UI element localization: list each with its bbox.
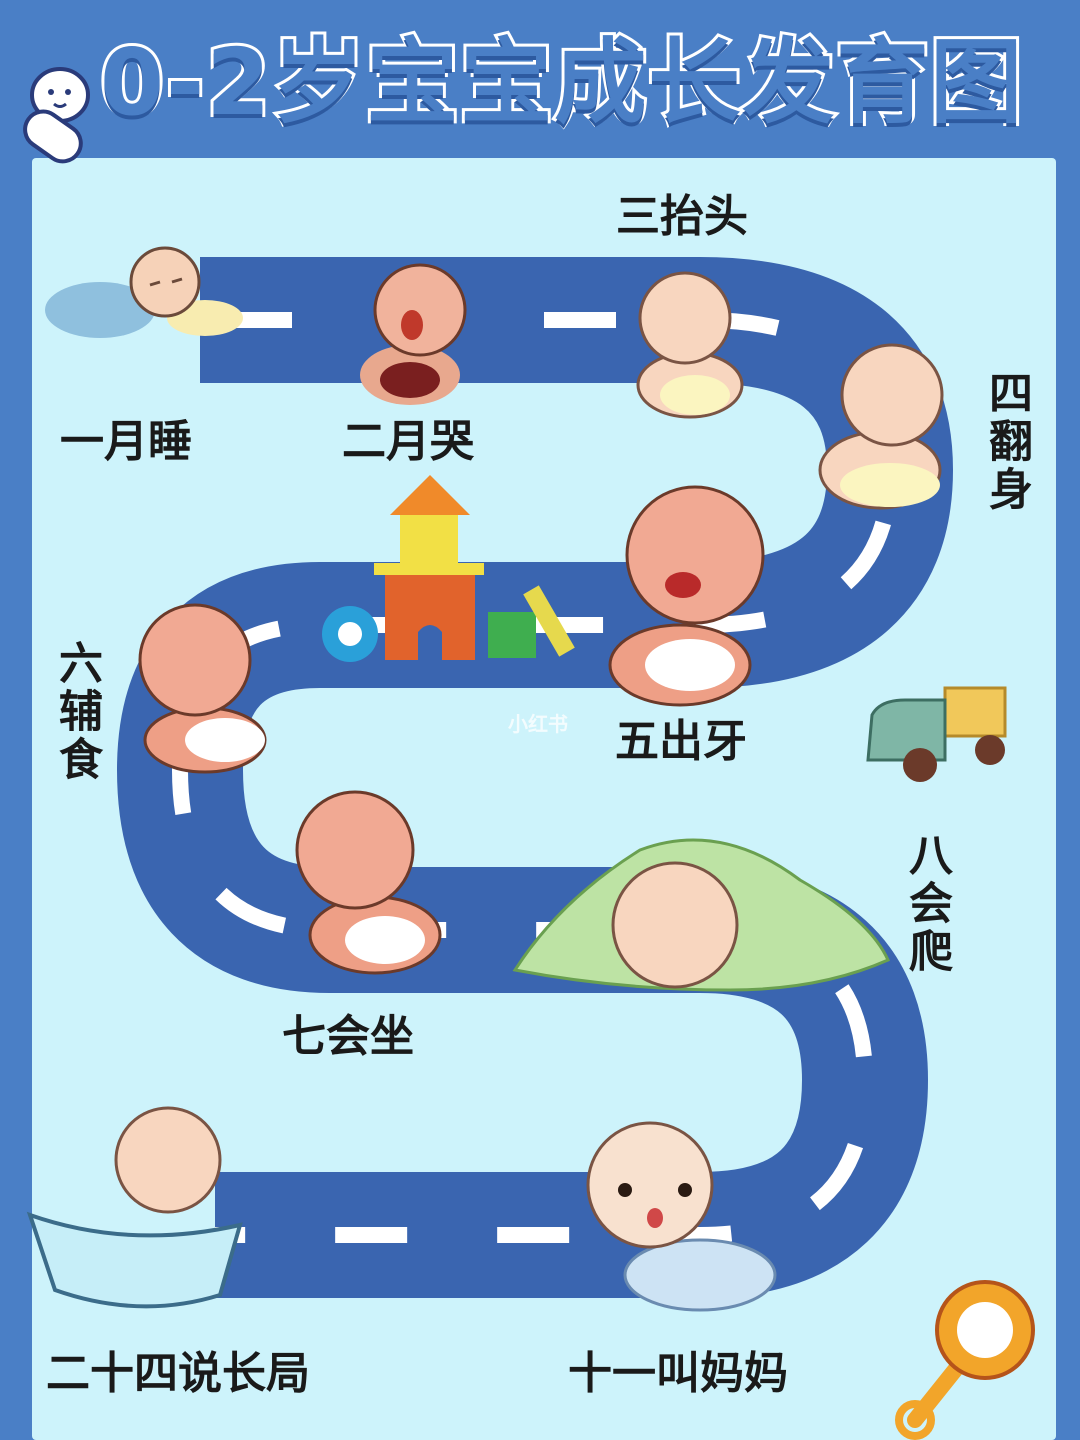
baby-sitting	[636, 271, 744, 419]
milestone-8-label: 八会爬	[901, 832, 952, 976]
milestone-11-label: 十一叫妈妈	[568, 1348, 788, 1399]
crawling-baby	[586, 1121, 777, 1312]
baby-bathtub	[26, 1106, 243, 1309]
watermark: 小红书	[508, 712, 568, 736]
baby-eating-fist	[138, 603, 267, 774]
rattle-icon	[895, 1280, 1035, 1440]
milestone-2-label: 二月哭	[342, 416, 474, 467]
toy-blocks-icon	[322, 475, 575, 662]
milestone-6-label: 六辅食	[51, 640, 102, 784]
milestone-1-label: 一月睡	[60, 416, 192, 467]
baby-thumb-sucking	[818, 343, 944, 510]
milestone-3-label: 三抬头	[616, 191, 748, 242]
toy-truck-icon	[866, 686, 1007, 782]
swaddled-baby-icon	[23, 67, 90, 164]
milestone-5-label: 五出牙	[615, 716, 747, 767]
winding-road	[117, 257, 953, 1298]
milestone-24-label: 二十四说长局	[46, 1348, 310, 1399]
page-title: 0-2岁宝宝成长发育图	[97, 26, 1025, 139]
baby-under-blanket	[512, 838, 890, 992]
sleeping-baby	[45, 246, 243, 338]
milestone-4-label: 四翻身	[981, 370, 1032, 514]
milestone-7-label: 七会坐	[282, 1011, 414, 1062]
crying-baby	[360, 263, 467, 405]
baby-laughing	[608, 485, 765, 707]
baby-sitting-arms-out	[295, 790, 442, 975]
